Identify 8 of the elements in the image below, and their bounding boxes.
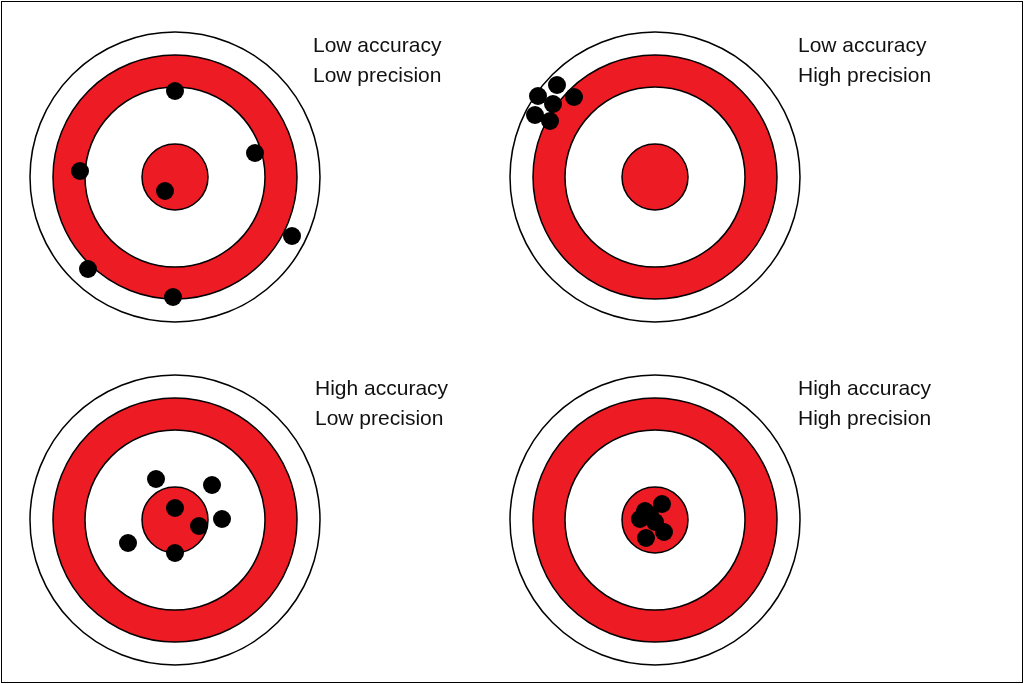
accuracy-label: High accuracy [798, 375, 932, 401]
accuracy-label: High accuracy [315, 375, 449, 401]
precision-label: Low precision [315, 405, 444, 431]
precision-label: High precision [798, 62, 932, 88]
precision-label: High precision [798, 405, 932, 431]
accuracy-label: Low accuracy [313, 32, 442, 58]
accuracy-label: Low accuracy [798, 32, 927, 58]
precision-label: Low precision [313, 62, 442, 88]
